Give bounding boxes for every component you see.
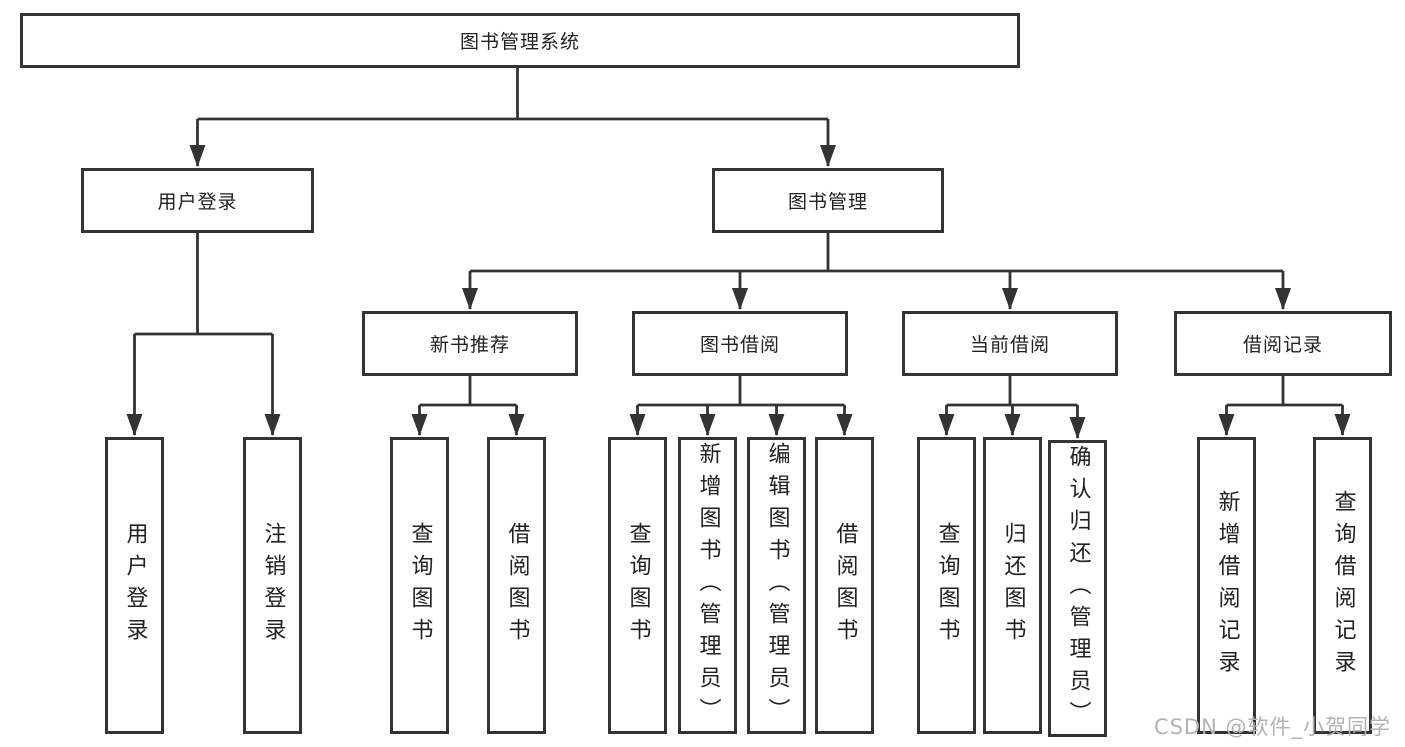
leaf-query-books-borrow-label: 查询图书 [625,521,651,650]
leaf-user-login: 用户登录 [105,437,164,734]
leaf-query-books-recommend: 查询图书 [390,437,449,734]
node-borrow-records-label: 借阅记录 [1242,334,1323,356]
connector-user-login-children [126,233,281,436]
leaf-borrow-books-recommend-label: 借阅图书 [504,521,530,650]
leaf-add-books-admin: 新增图书（管理员） [678,437,737,734]
leaf-query-books-borrow: 查询图书 [608,437,667,734]
leaf-user-login-label: 用户登录 [122,521,148,650]
node-root-label: 图书管理系统 [459,31,580,53]
leaf-logout-label: 注销登录 [260,521,286,650]
leaf-borrow-books-label: 借阅图书 [832,521,858,650]
connector-new-book-children [411,376,525,436]
node-user-login-label: 用户登录 [157,191,238,213]
connector-book-management-children [462,233,1291,310]
watermark: CSDN @软件_小贺同学 [1153,715,1391,739]
node-root: 图书管理系统 [20,13,1020,68]
leaf-return-books: 归还图书 [983,437,1042,734]
connector-borrow-records-children [1218,376,1351,436]
node-book-management-label: 图书管理 [787,191,868,213]
leaf-return-books-label: 归还图书 [1000,521,1026,650]
leaf-borrow-books: 借阅图书 [815,437,874,734]
leaf-edit-books-admin: 编辑图书（管理员） [747,437,806,734]
leaf-confirm-return-admin-label: 确认归还（管理员） [1065,444,1091,733]
node-borrow-records: 借阅记录 [1174,311,1392,376]
node-new-book-recommend-label: 新书推荐 [429,334,510,356]
leaf-add-books-admin-label: 新增图书（管理员） [695,441,721,730]
leaf-query-borrow-record-label: 查询借阅记录 [1330,489,1356,682]
node-book-borrow: 图书借阅 [632,311,848,376]
connector-root-to-level1 [189,68,836,167]
node-current-borrow-label: 当前借阅 [969,334,1050,356]
connector-current-borrow-children [938,376,1086,439]
leaf-query-books-current: 查询图书 [917,437,976,734]
leaf-add-borrow-record-label: 新增借阅记录 [1214,489,1240,682]
leaf-logout: 注销登录 [243,437,302,734]
node-book-borrow-label: 图书借阅 [699,334,780,356]
node-user-login: 用户登录 [81,168,314,233]
leaf-query-books-current-label: 查询图书 [934,521,960,650]
leaf-edit-books-admin-label: 编辑图书（管理员） [764,441,790,730]
leaf-confirm-return-admin: 确认归还（管理员） [1048,440,1107,737]
leaf-add-borrow-record: 新增借阅记录 [1197,437,1256,734]
node-new-book-recommend: 新书推荐 [362,311,578,376]
node-current-borrow: 当前借阅 [902,311,1118,376]
leaf-query-books-recommend-label: 查询图书 [407,521,433,650]
leaf-query-borrow-record: 查询借阅记录 [1313,437,1372,734]
connector-book-borrow-children [629,376,853,436]
leaf-borrow-books-recommend: 借阅图书 [487,437,546,734]
node-book-management: 图书管理 [712,168,944,233]
